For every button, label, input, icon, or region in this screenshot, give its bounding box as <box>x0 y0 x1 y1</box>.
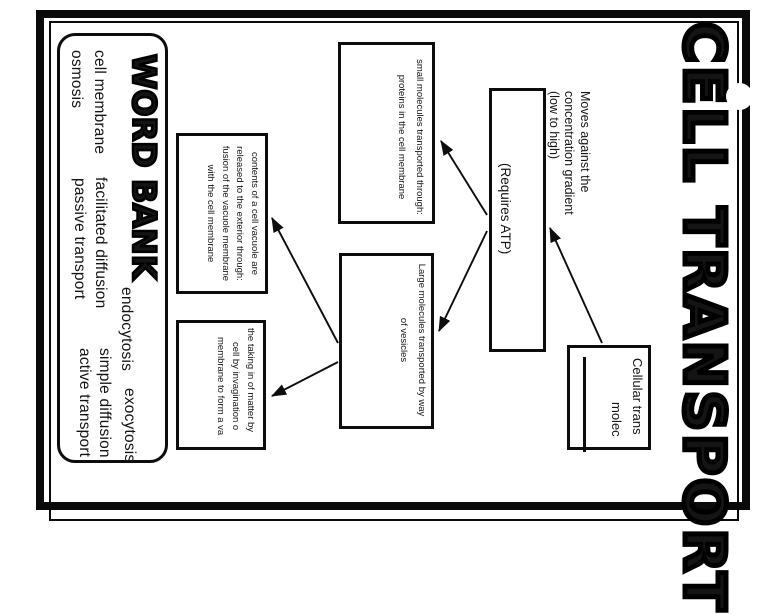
box-endocytosis-definition <box>176 320 266 450</box>
box-exocytosis-definition <box>176 133 268 294</box>
diagram-arrows <box>270 140 603 397</box>
box-requires-atp <box>489 88 546 352</box>
box-large-molecules <box>339 253 434 429</box>
word-bank-box <box>57 33 168 463</box>
hole-punch-mark <box>726 83 753 110</box>
arrow-atp-to-large-molecules <box>438 230 488 333</box>
page-title: CELL TRANSPORT <box>669 20 739 614</box>
blank-answer-line <box>583 357 586 452</box>
scanned-worksheet: { "title": { "text": "CELL TRANSPORT" },… <box>36 10 753 614</box>
box-small-molecules <box>338 42 435 224</box>
arrow-cellular-to-atp <box>549 226 603 344</box>
arrow-large-to-endocytosis <box>270 361 339 397</box>
arrow-atp-to-small-molecules <box>440 140 488 216</box>
arrow-large-to-exocytosis <box>271 216 339 344</box>
